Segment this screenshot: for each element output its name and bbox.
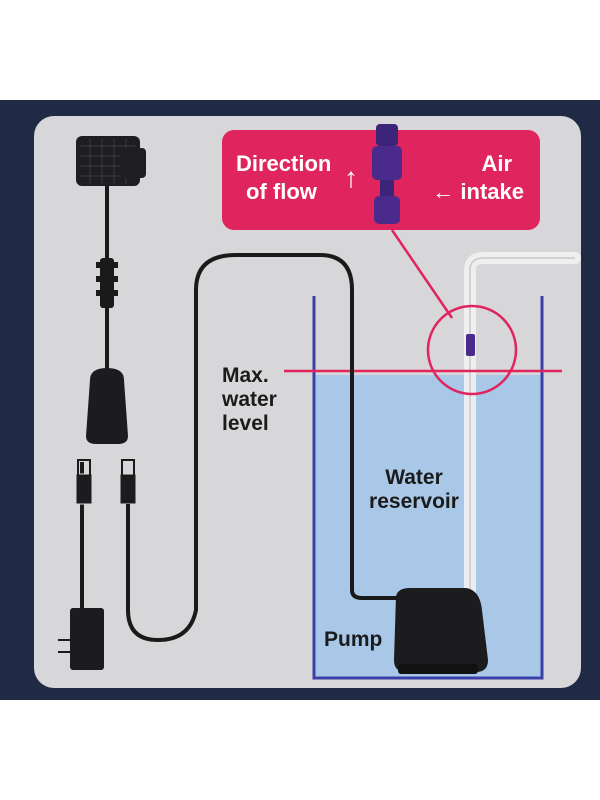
callout-pointer [390, 229, 454, 319]
small-air-valve [466, 334, 475, 356]
right-plug [119, 473, 137, 505]
direction-of-flow-label: Direction of flow [236, 150, 346, 206]
air-line1: Air [481, 151, 512, 176]
max-line3: level [222, 412, 269, 435]
wall-plug [70, 608, 104, 670]
pump-cable [126, 253, 400, 643]
max-line1: Max. [222, 364, 269, 387]
direction-line2: of flow [246, 179, 317, 204]
pump-label: Pump [324, 628, 383, 651]
left-plug [75, 473, 93, 505]
air-intake-label: Air ← intake [414, 150, 524, 206]
max-line2: water [222, 388, 277, 411]
outlet-tube-edge [469, 257, 575, 620]
pump-foot [398, 664, 478, 674]
max-water-level-label: Max. water level [222, 364, 277, 436]
air-line2-row: ← intake [414, 178, 524, 206]
reservoir-line1: Water [385, 466, 443, 489]
direction-line1: Direction [236, 151, 332, 176]
air-valve-illustration [372, 124, 402, 224]
air-intake-arrow: ← [432, 179, 455, 204]
air-line2: intake [460, 179, 524, 204]
flow-up-arrow: ↑ [344, 162, 358, 193]
pump-body [394, 588, 488, 672]
bell-connector [86, 368, 128, 444]
reservoir-line2: reservoir [369, 490, 459, 513]
magnifier-circle [426, 304, 518, 396]
reservoir-outline [312, 296, 544, 680]
water-reservoir-label: Water reservoir [366, 466, 462, 514]
